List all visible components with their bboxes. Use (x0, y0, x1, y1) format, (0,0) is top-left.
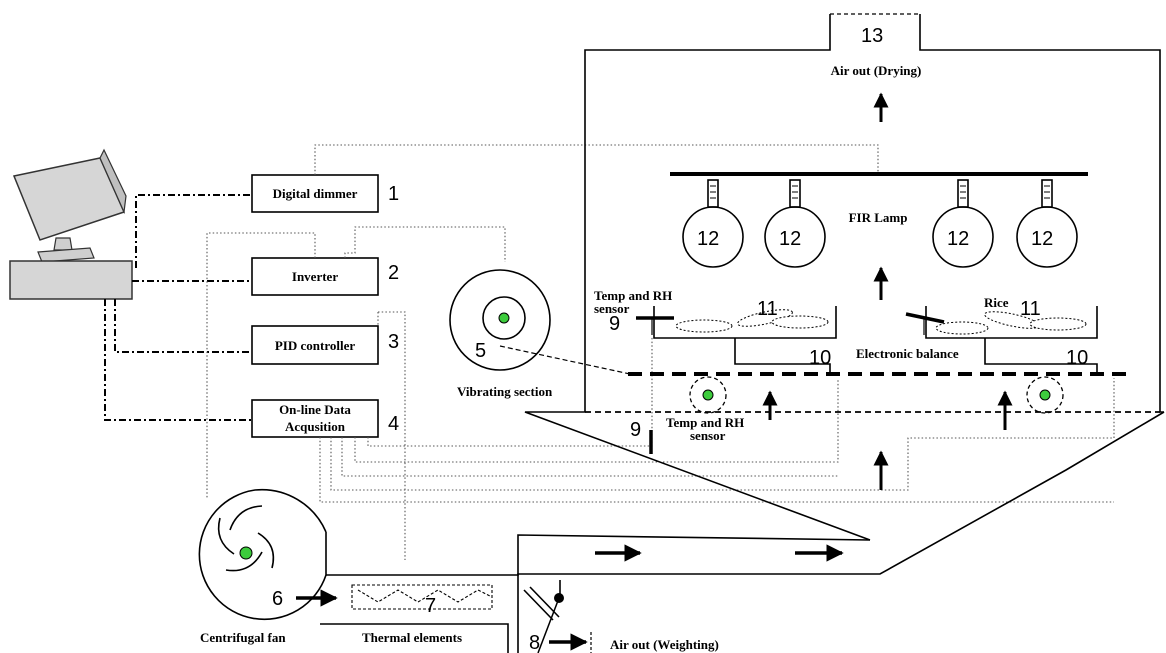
fir-lamp-1 (682, 179, 744, 268)
temp-rh-sensor-2-line2: sensor (690, 428, 726, 443)
label-4: 4 (388, 413, 399, 435)
label-6: 6 (272, 588, 283, 610)
air-duct-top (326, 534, 871, 576)
label-7: 7 (425, 595, 436, 617)
label-11-right: 11 (1020, 298, 1041, 320)
temp-rh-sensor-1-line2: sensor (594, 301, 630, 316)
air-out-drying-label: Air out (Drying) (831, 63, 922, 78)
damper-valve (523, 580, 564, 653)
label-10-left: 10 (809, 347, 831, 369)
label-12-lamp4: 12 (1031, 228, 1053, 250)
temp-rh-sensor-2-line1: Temp and RH (666, 415, 744, 430)
label-9-top: 9 (609, 313, 620, 335)
label-9-bottom: 9 (630, 419, 641, 441)
air-duct-bottom (320, 623, 509, 653)
pid-controller-label: PID controller (275, 338, 355, 353)
air-out-weighting-label: Air out (Weighting) (610, 637, 719, 652)
control-lines (104, 194, 252, 421)
centrifugal-fan-label: Centrifugal fan (200, 630, 286, 645)
label-8: 8 (529, 632, 540, 653)
inverter-box: Inverter (251, 257, 379, 296)
rice-tray-left (636, 306, 837, 372)
roller-left (689, 376, 727, 414)
temp-rh-sensor-1-line1: Temp and RH (594, 288, 672, 303)
fir-lamp-4 (1016, 179, 1078, 268)
data-acquisition-box: On-line Data Acqusition (251, 399, 379, 438)
computer-icon (9, 148, 133, 300)
fir-lamp-3 (932, 179, 994, 268)
centrifugal-fan (198, 488, 327, 621)
label-13: 13 (861, 25, 883, 47)
label-11-left: 11 (757, 298, 778, 320)
digital-dimmer-box: Digital dimmer (251, 174, 379, 213)
label-3: 3 (388, 331, 399, 353)
label-1: 1 (388, 183, 399, 205)
daq-label-line2: Acqusition (285, 419, 346, 434)
digital-dimmer-label: Digital dimmer (273, 186, 358, 201)
drying-chamber (517, 13, 1165, 653)
pid-controller-box: PID controller (251, 325, 379, 365)
label-12-lamp1: 12 (697, 228, 719, 250)
daq-label-line1: On-line Data (279, 402, 351, 417)
inverter-label: Inverter (292, 269, 338, 284)
fir-lamp-2 (764, 179, 826, 268)
label-12-lamp2: 12 (779, 228, 801, 250)
fir-lamp-label: FIR Lamp (849, 210, 908, 225)
label-2: 2 (388, 262, 399, 284)
label-5: 5 (475, 340, 486, 362)
vibrating-section-label: Vibrating section (457, 384, 553, 399)
thermal-elements-label: Thermal elements (362, 630, 462, 645)
dotted-wiring (206, 144, 1115, 560)
label-10-right: 10 (1066, 347, 1088, 369)
label-12-lamp3: 12 (947, 228, 969, 250)
electronic-balance-label: Electronic balance (856, 346, 959, 361)
rice-tray-right (905, 306, 1098, 372)
roller-right (1026, 376, 1064, 414)
thermal-elements (351, 584, 493, 610)
vibrating-motor (449, 269, 631, 375)
rice-label: Rice (984, 295, 1009, 310)
